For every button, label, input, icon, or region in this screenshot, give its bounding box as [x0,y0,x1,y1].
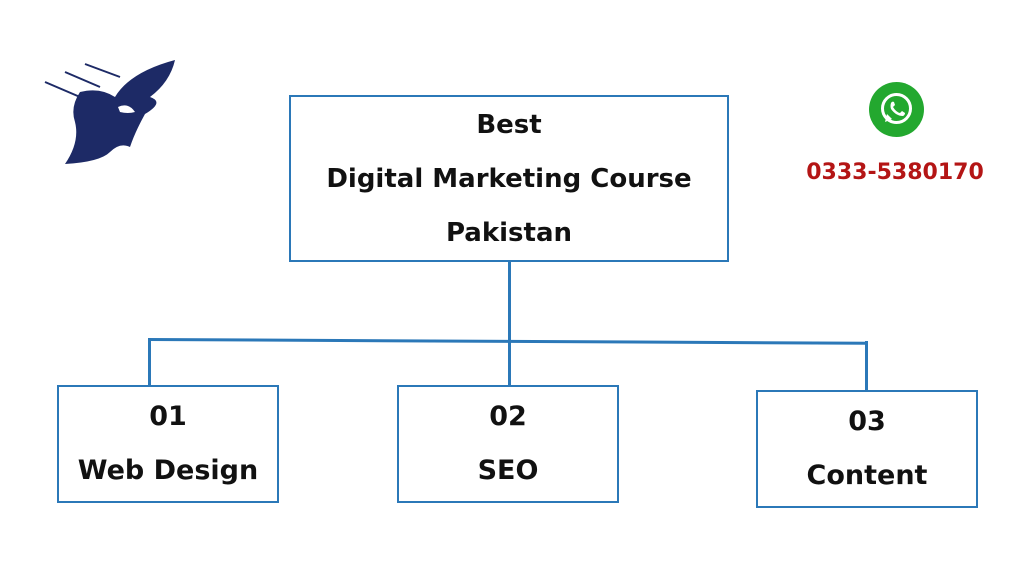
child-label: Content [806,460,928,491]
child-box-seo: 02 SEO [397,385,619,503]
whatsapp-icon[interactable] [869,82,924,137]
connector-trunk [508,261,511,340]
main-topic-box: Best Digital Marketing Course Pakistan [289,95,729,262]
child-box-content: 03 Content [756,390,978,508]
connector-drop-2 [508,338,511,386]
child-box-web-design: 01 Web Design [57,385,279,503]
main-line-3: Pakistan [445,217,573,248]
child-number: 03 [848,406,886,437]
child-number: 02 [489,401,527,432]
phone-number[interactable]: 0333-5380170 [806,160,984,185]
main-line-2: Digital Marketing Course [326,163,692,194]
eagle-logo [44,60,175,164]
child-label: SEO [477,455,539,486]
connector-drop-1 [148,338,151,386]
main-line-1: Best [476,109,542,140]
child-label: Web Design [77,455,259,486]
child-number: 01 [149,401,187,432]
connector-drop-3 [865,341,868,391]
